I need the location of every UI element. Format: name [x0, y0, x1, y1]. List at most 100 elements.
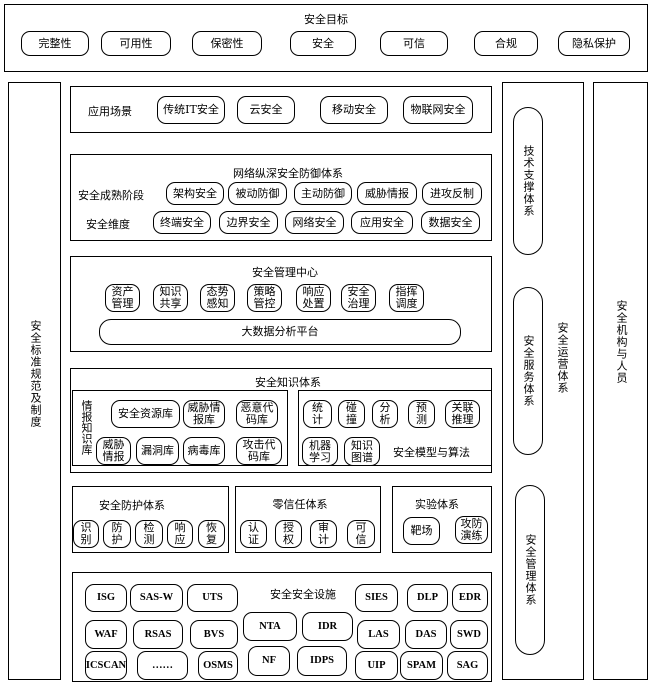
- scenario-item: 物联网安全: [403, 96, 473, 124]
- protection-item-label: 识别: [80, 521, 92, 546]
- stage-item: 进攻反制: [422, 182, 482, 205]
- management-item-label: 响应处置: [302, 285, 325, 310]
- management-item: 响应处置: [296, 284, 331, 312]
- model-item-label: 统计: [312, 401, 323, 426]
- scenarios-box: [70, 86, 492, 133]
- model-label: 安全模型与算法: [393, 446, 470, 459]
- zero-trust-item-label: 授权: [283, 521, 294, 546]
- model-item: 统计: [303, 400, 332, 428]
- intel-item-label: 威胁情报: [102, 438, 125, 463]
- management-center-box: [70, 256, 492, 352]
- zero-trust-title: 零信任体系: [272, 498, 328, 511]
- goal-item: 安全: [290, 31, 356, 56]
- zero-trust-item: 可信: [347, 520, 375, 548]
- scenario-item: 云安全: [237, 96, 295, 124]
- zero-trust-item-label: 审计: [318, 521, 329, 546]
- protection-item-label: 检测: [143, 521, 155, 546]
- security-goals-title: 安全目标: [304, 13, 348, 26]
- dimension-item: 数据安全: [421, 211, 480, 234]
- zero-trust-item: 认证: [240, 520, 267, 548]
- intel-item: 安全资源库: [111, 400, 180, 428]
- model-item: 碰撞: [338, 400, 365, 428]
- zero-trust-item-label: 认证: [248, 521, 259, 546]
- management-item: 策略管控: [247, 284, 282, 312]
- intel-item-label: 恶意代码库: [240, 401, 274, 426]
- scenario-item: 移动安全: [320, 96, 388, 124]
- model-item-label: 分析: [379, 401, 391, 426]
- facilities-box: [72, 572, 492, 682]
- model-item: 关联推理: [445, 400, 480, 428]
- management-item: 态势感知: [200, 284, 235, 312]
- facility-item: IDR: [302, 612, 353, 641]
- facility-item: UTS: [187, 584, 238, 612]
- lab-item: 攻防演练: [455, 516, 488, 544]
- intel-item: 病毒库: [183, 437, 225, 465]
- management-item: 指挥调度: [389, 284, 424, 312]
- model-box: [298, 390, 492, 466]
- management-item-label: 策略管控: [253, 285, 276, 310]
- management-item-label: 资产管理: [111, 285, 134, 310]
- operations-column: [502, 82, 584, 680]
- protection-item: 检测: [135, 520, 163, 548]
- intel-item: 攻击代码库: [236, 437, 282, 465]
- goal-item: 合规: [474, 31, 538, 56]
- lab-item-label: 攻防演练: [460, 517, 483, 542]
- intel-item: 漏洞库: [136, 437, 179, 465]
- operations-item: 技术支撑体系: [513, 107, 543, 255]
- management-item: 安全治理: [341, 284, 376, 312]
- management-item-label: 知识共享: [159, 285, 182, 310]
- intel-item: 恶意代码库: [236, 400, 278, 428]
- knowledge-title: 安全知识体系: [255, 376, 321, 389]
- facility-item: IDPS: [297, 646, 347, 676]
- model-item-label: 机器学习: [308, 438, 331, 464]
- stage-item: 威胁情报: [357, 182, 417, 205]
- facility-item: UIP: [355, 651, 398, 680]
- big-data-platform: 大数据分析平台: [99, 319, 461, 345]
- model-item-label: 知识图谱: [350, 438, 373, 464]
- dimension-item: 终端安全: [153, 211, 211, 234]
- dimension-item: 网络安全: [285, 211, 344, 234]
- facility-item-more: ……: [137, 651, 188, 680]
- facility-item: NF: [248, 646, 290, 676]
- facilities-title: 安全安全设施: [270, 588, 336, 601]
- facility-item: DLP: [407, 584, 448, 612]
- security-goals-box: [4, 4, 648, 72]
- model-item-label: 预测: [416, 401, 427, 426]
- dimension-label: 安全维度: [86, 218, 130, 231]
- operations-item: 安全服务体系: [513, 287, 543, 455]
- facility-item: SWD: [450, 620, 488, 649]
- model-item: 知识图谱: [344, 437, 380, 466]
- operations-title: 安全运营体系: [556, 322, 569, 394]
- lab-title: 实验体系: [415, 498, 459, 511]
- facility-item: EDR: [452, 584, 488, 612]
- operations-item: 安全管理体系: [515, 485, 545, 655]
- facility-item: WAF: [85, 620, 127, 649]
- standards-column: [8, 82, 61, 680]
- facility-item: ICSCAN: [85, 651, 127, 680]
- zero-trust-box: [235, 486, 381, 553]
- facility-item: NTA: [243, 612, 297, 641]
- operations-item-label: 安全服务体系: [522, 335, 535, 407]
- zero-trust-item: 审计: [310, 520, 337, 548]
- stage-item: 主动防御: [294, 182, 352, 205]
- management-item: 知识共享: [153, 284, 188, 312]
- goal-item: 隐私保护: [558, 31, 630, 56]
- facility-item: SAG: [447, 651, 488, 680]
- model-item: 机器学习: [302, 437, 338, 466]
- lab-box: [392, 486, 492, 553]
- operations-item-label: 技术支撑体系: [522, 145, 535, 217]
- defense-title: 网络纵深安全防御体系: [233, 167, 343, 180]
- stage-item: 架构安全: [166, 182, 224, 205]
- stage-label: 安全成熟阶段: [78, 189, 144, 202]
- protection-item-label: 响应: [174, 521, 186, 546]
- facility-item: DAS: [405, 620, 447, 649]
- goal-item: 可用性: [101, 31, 171, 56]
- intel-label: 情报知识库: [80, 400, 93, 455]
- facility-item: ISG: [85, 584, 127, 612]
- intel-item: 威胁情报库: [183, 400, 225, 428]
- protection-item-label: 防护: [111, 521, 123, 546]
- management-item: 资产管理: [105, 284, 140, 312]
- intel-box: [72, 390, 288, 466]
- scenarios-label: 应用场景: [88, 105, 132, 118]
